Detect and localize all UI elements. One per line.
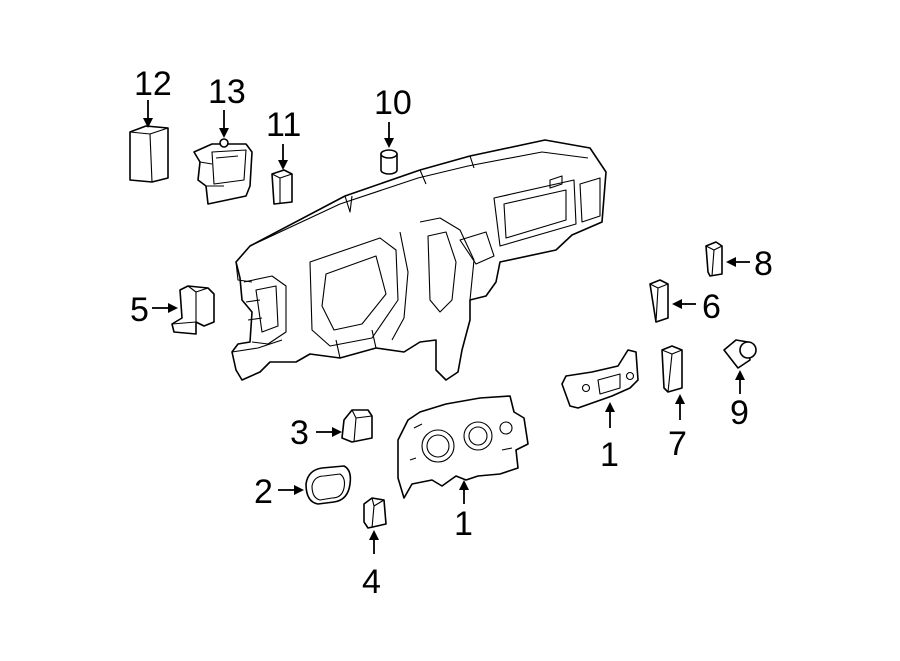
switch-2 — [305, 465, 352, 505]
callout-4: 4 — [362, 563, 381, 601]
switch-7 — [661, 345, 683, 393]
callout-1-cluster: 1 — [454, 505, 473, 543]
callout-5: 5 — [130, 291, 149, 329]
instrument-panel — [231, 139, 607, 381]
callout-13: 13 — [208, 73, 246, 111]
arrows — [143, 100, 750, 554]
callout-8: 8 — [754, 245, 773, 283]
control-panel-1 — [561, 349, 639, 409]
module-12 — [129, 125, 169, 183]
switch-8 — [705, 241, 723, 277]
sensor-9 — [723, 339, 757, 369]
callout-3: 3 — [290, 414, 309, 452]
callout-1-panel: 1 — [600, 436, 619, 474]
callout-9: 9 — [730, 394, 749, 432]
callout-labels: 12 13 11 10 5 3 2 4 1 1 7 6 8 9 — [130, 65, 773, 601]
callout-7: 7 — [668, 425, 687, 463]
callout-10: 10 — [374, 84, 412, 122]
switch-6 — [649, 279, 669, 323]
callout-2: 2 — [254, 473, 273, 511]
switch-3 — [341, 409, 373, 443]
callout-12: 12 — [134, 65, 172, 103]
callout-11: 11 — [266, 106, 301, 144]
connector-11 — [271, 169, 293, 205]
switch-4 — [363, 497, 387, 529]
switch-5 — [171, 285, 215, 335]
instrument-cluster-1 — [397, 395, 529, 499]
cylinder-10 — [380, 149, 398, 175]
callout-6: 6 — [702, 288, 721, 326]
module-13 — [193, 138, 253, 205]
